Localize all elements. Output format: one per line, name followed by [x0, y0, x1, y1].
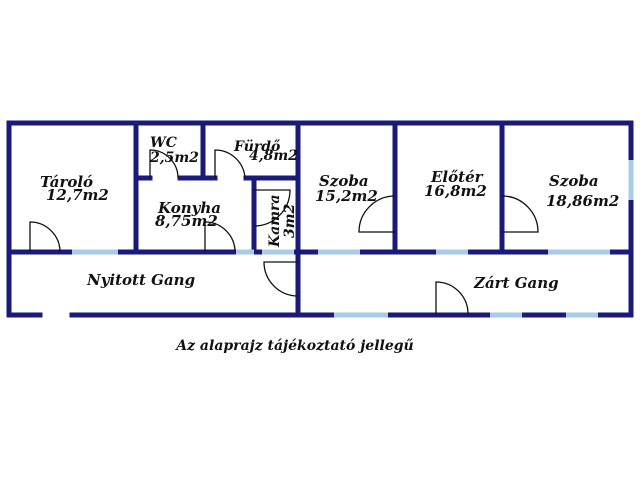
label-nyitott-gang: Nyitott Gang: [86, 271, 195, 289]
door-wc: [149, 149, 179, 179]
label-szoba1-name: Szoba: [319, 172, 369, 190]
door-tarolo: [29, 221, 61, 253]
caption: Az alaprajz tájékoztató jellegű: [176, 338, 414, 354]
label-kamra-area: 3m2: [282, 203, 298, 238]
label-wc-area: 2,5m2: [149, 150, 199, 166]
label-szoba2-name: Szoba: [549, 172, 599, 190]
label-furdo-area: 4,8m2: [249, 148, 298, 164]
door-zart-gang: [435, 281, 469, 316]
room-labels: Tároló 12,7m2 WC 2,5m2 Fürdő 4,8m2 Konyh…: [40, 135, 619, 292]
label-zart-gang: Zárt Gang: [473, 274, 559, 292]
label-kamra-name: Kamra: [267, 195, 283, 249]
windows: [72, 160, 634, 318]
door-nyitott-gang: [263, 261, 299, 297]
label-konyha-name: Konyha: [157, 199, 221, 217]
door-furdo: [214, 149, 246, 179]
label-tarolo-name: Tároló: [40, 173, 93, 191]
label-tarolo-area: 12,7m2: [46, 186, 109, 204]
door-szoba1: [358, 195, 396, 233]
label-furdo-name: Fürdő: [233, 139, 281, 155]
door-konyha: [204, 221, 236, 253]
label-szoba2-area: 18,86m2: [546, 192, 619, 210]
door-kamra: [253, 189, 291, 227]
label-wc-name: WC: [150, 135, 177, 151]
door-eloter: [501, 195, 539, 233]
label-konyha-area: 8,75m2: [155, 212, 218, 230]
doors: [29, 149, 539, 316]
label-eloter-name: Előtér: [430, 168, 484, 186]
label-szoba1-area: 15,2m2: [315, 187, 378, 205]
label-eloter-area: 16,8m2: [424, 182, 487, 200]
